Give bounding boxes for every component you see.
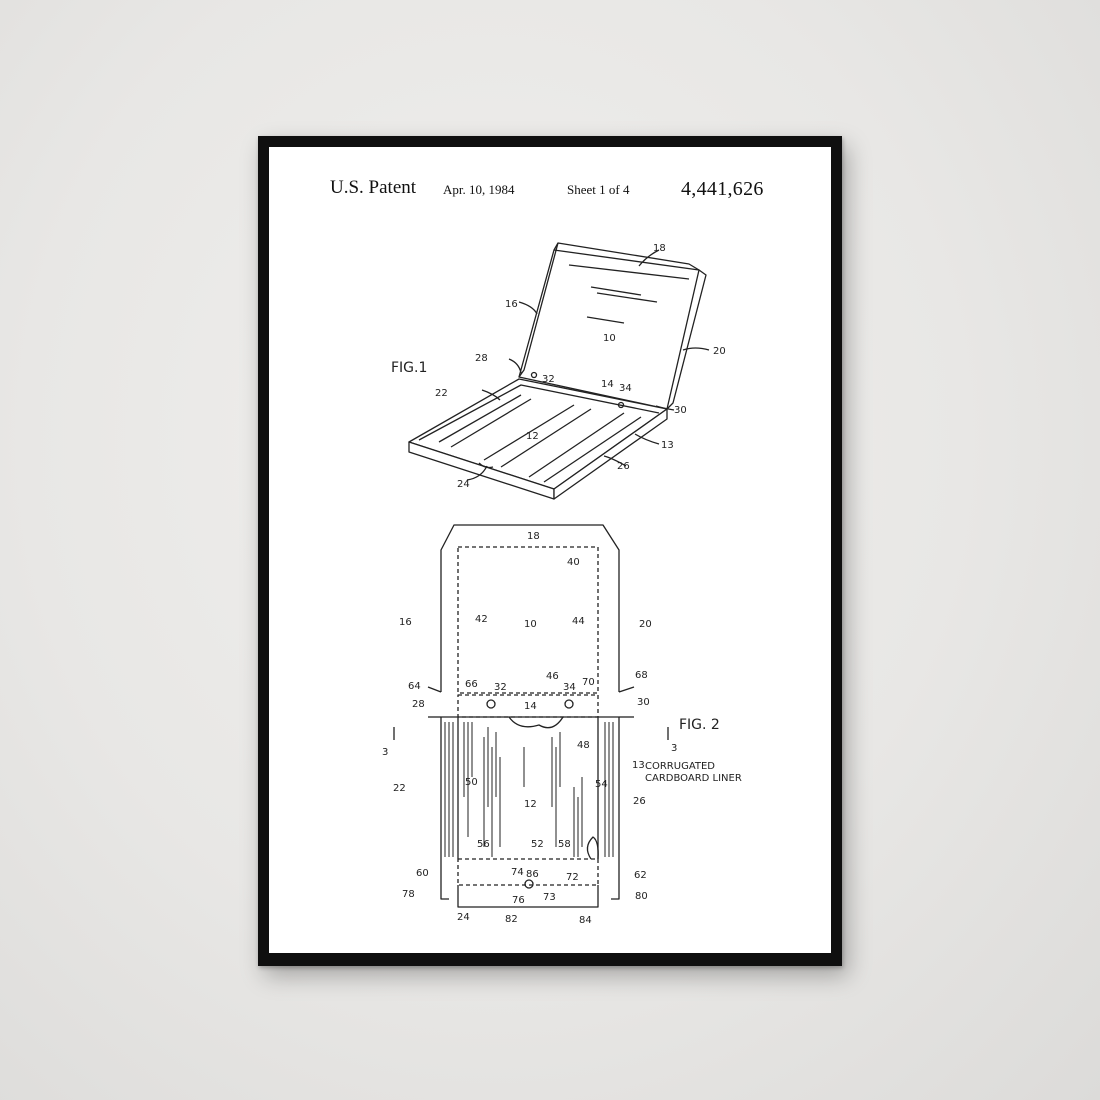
fig2-label: 32	[494, 682, 507, 693]
fig1-label: 14	[601, 379, 614, 390]
fig2-label: 40	[567, 557, 580, 568]
fig1-label: 32	[542, 374, 555, 385]
patent-drawing: 18 16 10 20 28 32 14 34 30 22 12 13 24 2…	[382, 242, 742, 926]
fig2-label: 34	[563, 682, 576, 693]
fig2-label: 66	[465, 679, 478, 690]
fig1-label: 26	[617, 461, 630, 472]
fig2-corrugation-hatching	[444, 722, 614, 857]
fig2-label: 82	[505, 914, 518, 925]
fig2-label: 84	[579, 915, 592, 926]
fig1-caption: FIG.1	[391, 360, 427, 376]
fig2-label: 18	[527, 531, 540, 542]
fig2-label: 44	[572, 616, 585, 627]
fig2-label: 42	[475, 614, 488, 625]
fig2-label: 72	[566, 872, 579, 883]
fig2-label: 74	[511, 867, 524, 878]
patent-title: U.S. Patent	[330, 177, 417, 198]
patent-sheet: Sheet 1 of 4	[567, 182, 630, 197]
fig2-label: 28	[412, 699, 425, 710]
fig2-label: 48	[577, 740, 590, 751]
fig2-blank-layout-drawing	[393, 524, 669, 908]
fig2-label: 30	[637, 697, 650, 708]
fig1-label: 10	[603, 333, 616, 344]
fig2-label: 14	[524, 701, 537, 712]
fig1-label: 22	[435, 388, 448, 399]
fig2-label: 76	[512, 895, 525, 906]
fig2-label: 20	[639, 619, 652, 630]
fig1-label: 16	[505, 299, 518, 310]
fig2-label: 68	[635, 670, 648, 681]
fig2-label: 3	[671, 743, 677, 754]
fig2-label: 3	[382, 747, 388, 758]
fig1-label: 30	[674, 405, 687, 416]
fig1-label: 34	[619, 383, 632, 394]
fig2-label: 78	[402, 889, 415, 900]
fig2-label: 54	[595, 779, 608, 790]
fig2-label: 56	[477, 839, 490, 850]
fig2-label: 70	[582, 677, 595, 688]
fig2-label: 58	[558, 839, 571, 850]
fig1-label: 28	[475, 353, 488, 364]
fig1-label: 13	[661, 440, 674, 451]
fig1-pizza-box-drawing	[408, 242, 710, 500]
fig2-label: 22	[393, 783, 406, 794]
fig2-label: 73	[543, 892, 556, 903]
fig1-label: 24	[457, 479, 470, 490]
fig2-label: 86	[526, 869, 539, 880]
fig2-label: 60	[416, 868, 429, 879]
fig2-label: 13	[632, 760, 645, 771]
fig2-label: 10	[524, 619, 537, 630]
fig2-label: 16	[399, 617, 412, 628]
fig2-label: 62	[634, 870, 647, 881]
fig2-label: 52	[531, 839, 544, 850]
patent-print: U.S. Patent Apr. 10, 1984 Sheet 1 of 4 4…	[269, 147, 831, 953]
fig1-label: 20	[713, 346, 726, 357]
liner-note-line2: CARDBOARD LINER	[645, 773, 742, 784]
liner-note-line1: CORRUGATED	[645, 761, 715, 772]
fig2-label: 12	[524, 799, 537, 810]
fig2-label: 46	[546, 671, 559, 682]
patent-number: 4,441,626	[681, 178, 764, 200]
fig2-label: 50	[465, 777, 478, 788]
fig2-caption: FIG. 2	[679, 717, 720, 733]
fig2-reference-numerals: 18 40 16 42 10 44 20 64 66 32 46 34 70 6…	[382, 531, 742, 926]
fig1-label: 12	[526, 431, 539, 442]
fig1-label: 18	[653, 243, 666, 254]
fig1-reference-numerals: 18 16 10 20 28 32 14 34 30 22 12 13 24 2…	[391, 243, 726, 490]
fig2-label: 26	[633, 796, 646, 807]
fig2-label: 24	[457, 912, 470, 923]
fig2-label: 80	[635, 891, 648, 902]
patent-date: Apr. 10, 1984	[443, 182, 515, 197]
fig2-label: 64	[408, 681, 421, 692]
